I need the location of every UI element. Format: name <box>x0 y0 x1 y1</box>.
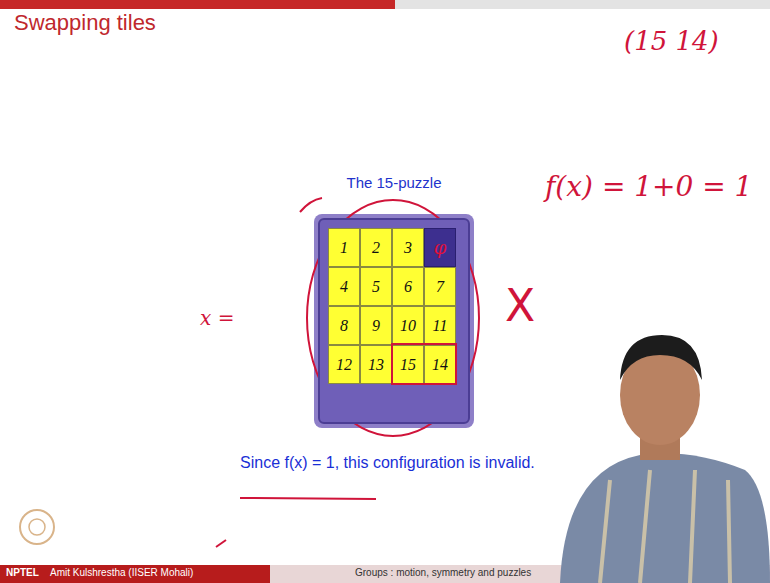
hand-formula: f(x) = 1+0 = 1 <box>545 170 752 203</box>
footer-text: Groups : motion, symmetry and puzzles <box>355 567 531 578</box>
footer-left-bar <box>0 565 270 583</box>
puzzle-heading: The 15-puzzle <box>346 174 441 191</box>
puzzle-tile: 2 <box>360 228 392 267</box>
tile-number: 14 <box>432 356 448 374</box>
hand-symbol: φ <box>434 237 447 258</box>
puzzle-tile: 15 <box>392 345 424 384</box>
tile-number: 10 <box>400 317 416 335</box>
progress-track <box>395 0 770 9</box>
puzzle-tile: 3 <box>392 228 424 267</box>
tile-number: 3 <box>404 239 412 257</box>
puzzle-tile: 6 <box>392 267 424 306</box>
tile-number: 7 <box>436 278 444 296</box>
tile-number: 11 <box>433 317 448 335</box>
puzzle-tile: 8 <box>328 306 360 345</box>
hand-underline <box>240 498 376 499</box>
presenter <box>560 335 770 583</box>
puzzle-tile: 7 <box>424 267 456 306</box>
institute-logo-inner <box>29 519 45 535</box>
tile-number: 13 <box>368 356 384 374</box>
puzzle-tile: 12 <box>328 345 360 384</box>
tile-number: 12 <box>336 356 352 374</box>
tile-number: 6 <box>404 278 412 296</box>
hand-cross: X <box>505 280 535 331</box>
puzzle-tile: 4 <box>328 267 360 306</box>
puzzle-tile: 11 <box>424 306 456 345</box>
tile-number: 1 <box>340 239 348 257</box>
tile-number: 9 <box>372 317 380 335</box>
puzzle-shadow <box>314 214 474 428</box>
footer-text: NPTEL <box>6 567 39 578</box>
puzzle-tile: 10 <box>392 306 424 345</box>
hand-note: x = <box>200 306 234 330</box>
swap-highlight-box <box>392 344 456 384</box>
puzzle-tile: 5 <box>360 267 392 306</box>
tile-number: 2 <box>372 239 380 257</box>
tile-number: 5 <box>372 278 380 296</box>
tile-number: 4 <box>340 278 348 296</box>
puzzle-frame: The 15-puzzle123φ456789101112131514 <box>318 218 470 424</box>
slide-title: Swapping tiles <box>14 10 156 36</box>
hand-stroke <box>300 198 322 212</box>
puzzle-tile: 9 <box>360 306 392 345</box>
puzzle-tile: 14 <box>424 345 456 384</box>
tile-number: 8 <box>340 317 348 335</box>
progress-bar <box>0 0 395 9</box>
tile-number: 15 <box>400 356 416 374</box>
hand-tick <box>216 540 226 547</box>
hand-note: (15 14) <box>624 26 719 56</box>
institute-logo <box>20 510 54 544</box>
puzzle-tile: 1 <box>328 228 360 267</box>
footer-text: Amit Kulshrestha (IISER Mohali) <box>50 567 193 578</box>
hand-drawn-circle <box>307 200 479 436</box>
conclusion-text: Since f(x) = 1, this configuration is in… <box>240 454 535 472</box>
puzzle-tile: 13 <box>360 345 392 384</box>
empty-slot: φ <box>424 228 456 267</box>
